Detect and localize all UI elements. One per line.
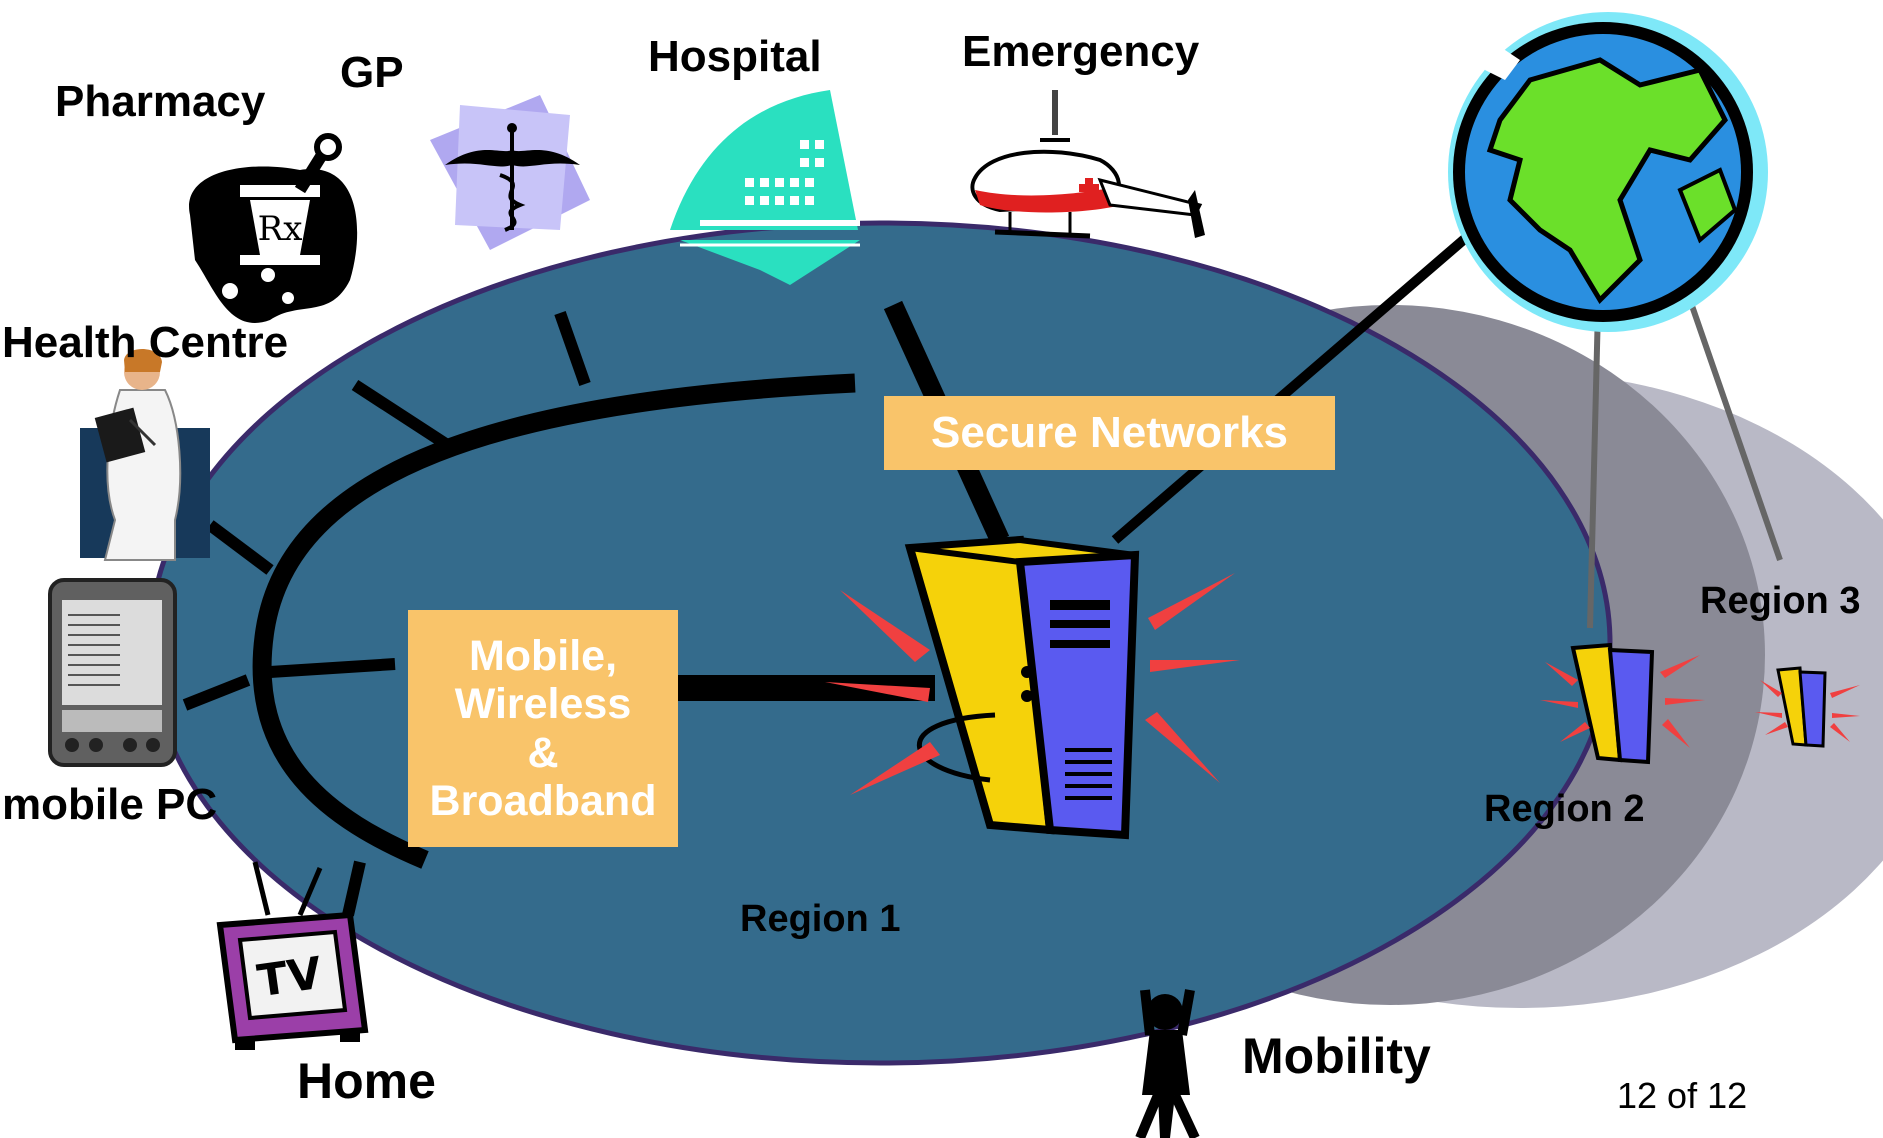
network-backbone-arc: [252, 373, 856, 869]
secure-networks-text: Secure Networks: [930, 408, 1289, 457]
mobile-callout-line4: Broadband: [429, 776, 657, 825]
label-region1: Region 1: [740, 898, 901, 940]
helicopter-icon: [970, 90, 1205, 239]
globe-region3-line: [1687, 299, 1783, 561]
mobile-callout-line2: Wireless: [454, 680, 632, 729]
region2-server-icon: [1540, 642, 1705, 765]
person-silhouette-icon: [1135, 989, 1200, 1138]
pharmacy-mortar-icon: Rx: [189, 133, 358, 323]
secure-networks-callout: Secure Networks: [884, 396, 1335, 470]
region3-server-icon: [1755, 666, 1860, 748]
label-health-centre: Health Centre: [2, 318, 289, 367]
mobile-wireless-callout: Mobile, Wireless & Broadband: [408, 610, 678, 847]
label-mobility: Mobility: [1242, 1028, 1431, 1084]
label-pharmacy: Pharmacy: [55, 77, 266, 126]
server-burst-marks: [825, 573, 1240, 795]
tv-screen-text: TV: [254, 948, 325, 1007]
doctor-icon: [80, 348, 210, 561]
mobile-callout-line1: Mobile,: [468, 632, 618, 681]
network-spokes: [182, 311, 591, 917]
label-gp: GP: [340, 48, 404, 97]
caduceus-icon: [430, 95, 590, 250]
rx-text: Rx: [258, 209, 303, 249]
label-emergency: Emergency: [962, 27, 1200, 76]
label-region2: Region 2: [1484, 788, 1645, 830]
label-hospital: Hospital: [648, 32, 822, 81]
label-home: Home: [297, 1053, 436, 1109]
server-icon: [904, 535, 1140, 840]
pda-icon: [48, 578, 177, 767]
label-mobile-pc: mobile PC: [2, 780, 218, 829]
globe-link-line: [1111, 226, 1479, 544]
tv-icon: TV: [216, 861, 369, 1050]
globe-region2-line: [1587, 307, 1601, 629]
label-region3: Region 3: [1700, 580, 1861, 622]
mobile-callout-line3: &: [527, 728, 559, 777]
page-number: 12 of 12: [1617, 1075, 1748, 1116]
globe-icon: [1448, 12, 1768, 332]
hospital-building-icon: [670, 90, 860, 285]
